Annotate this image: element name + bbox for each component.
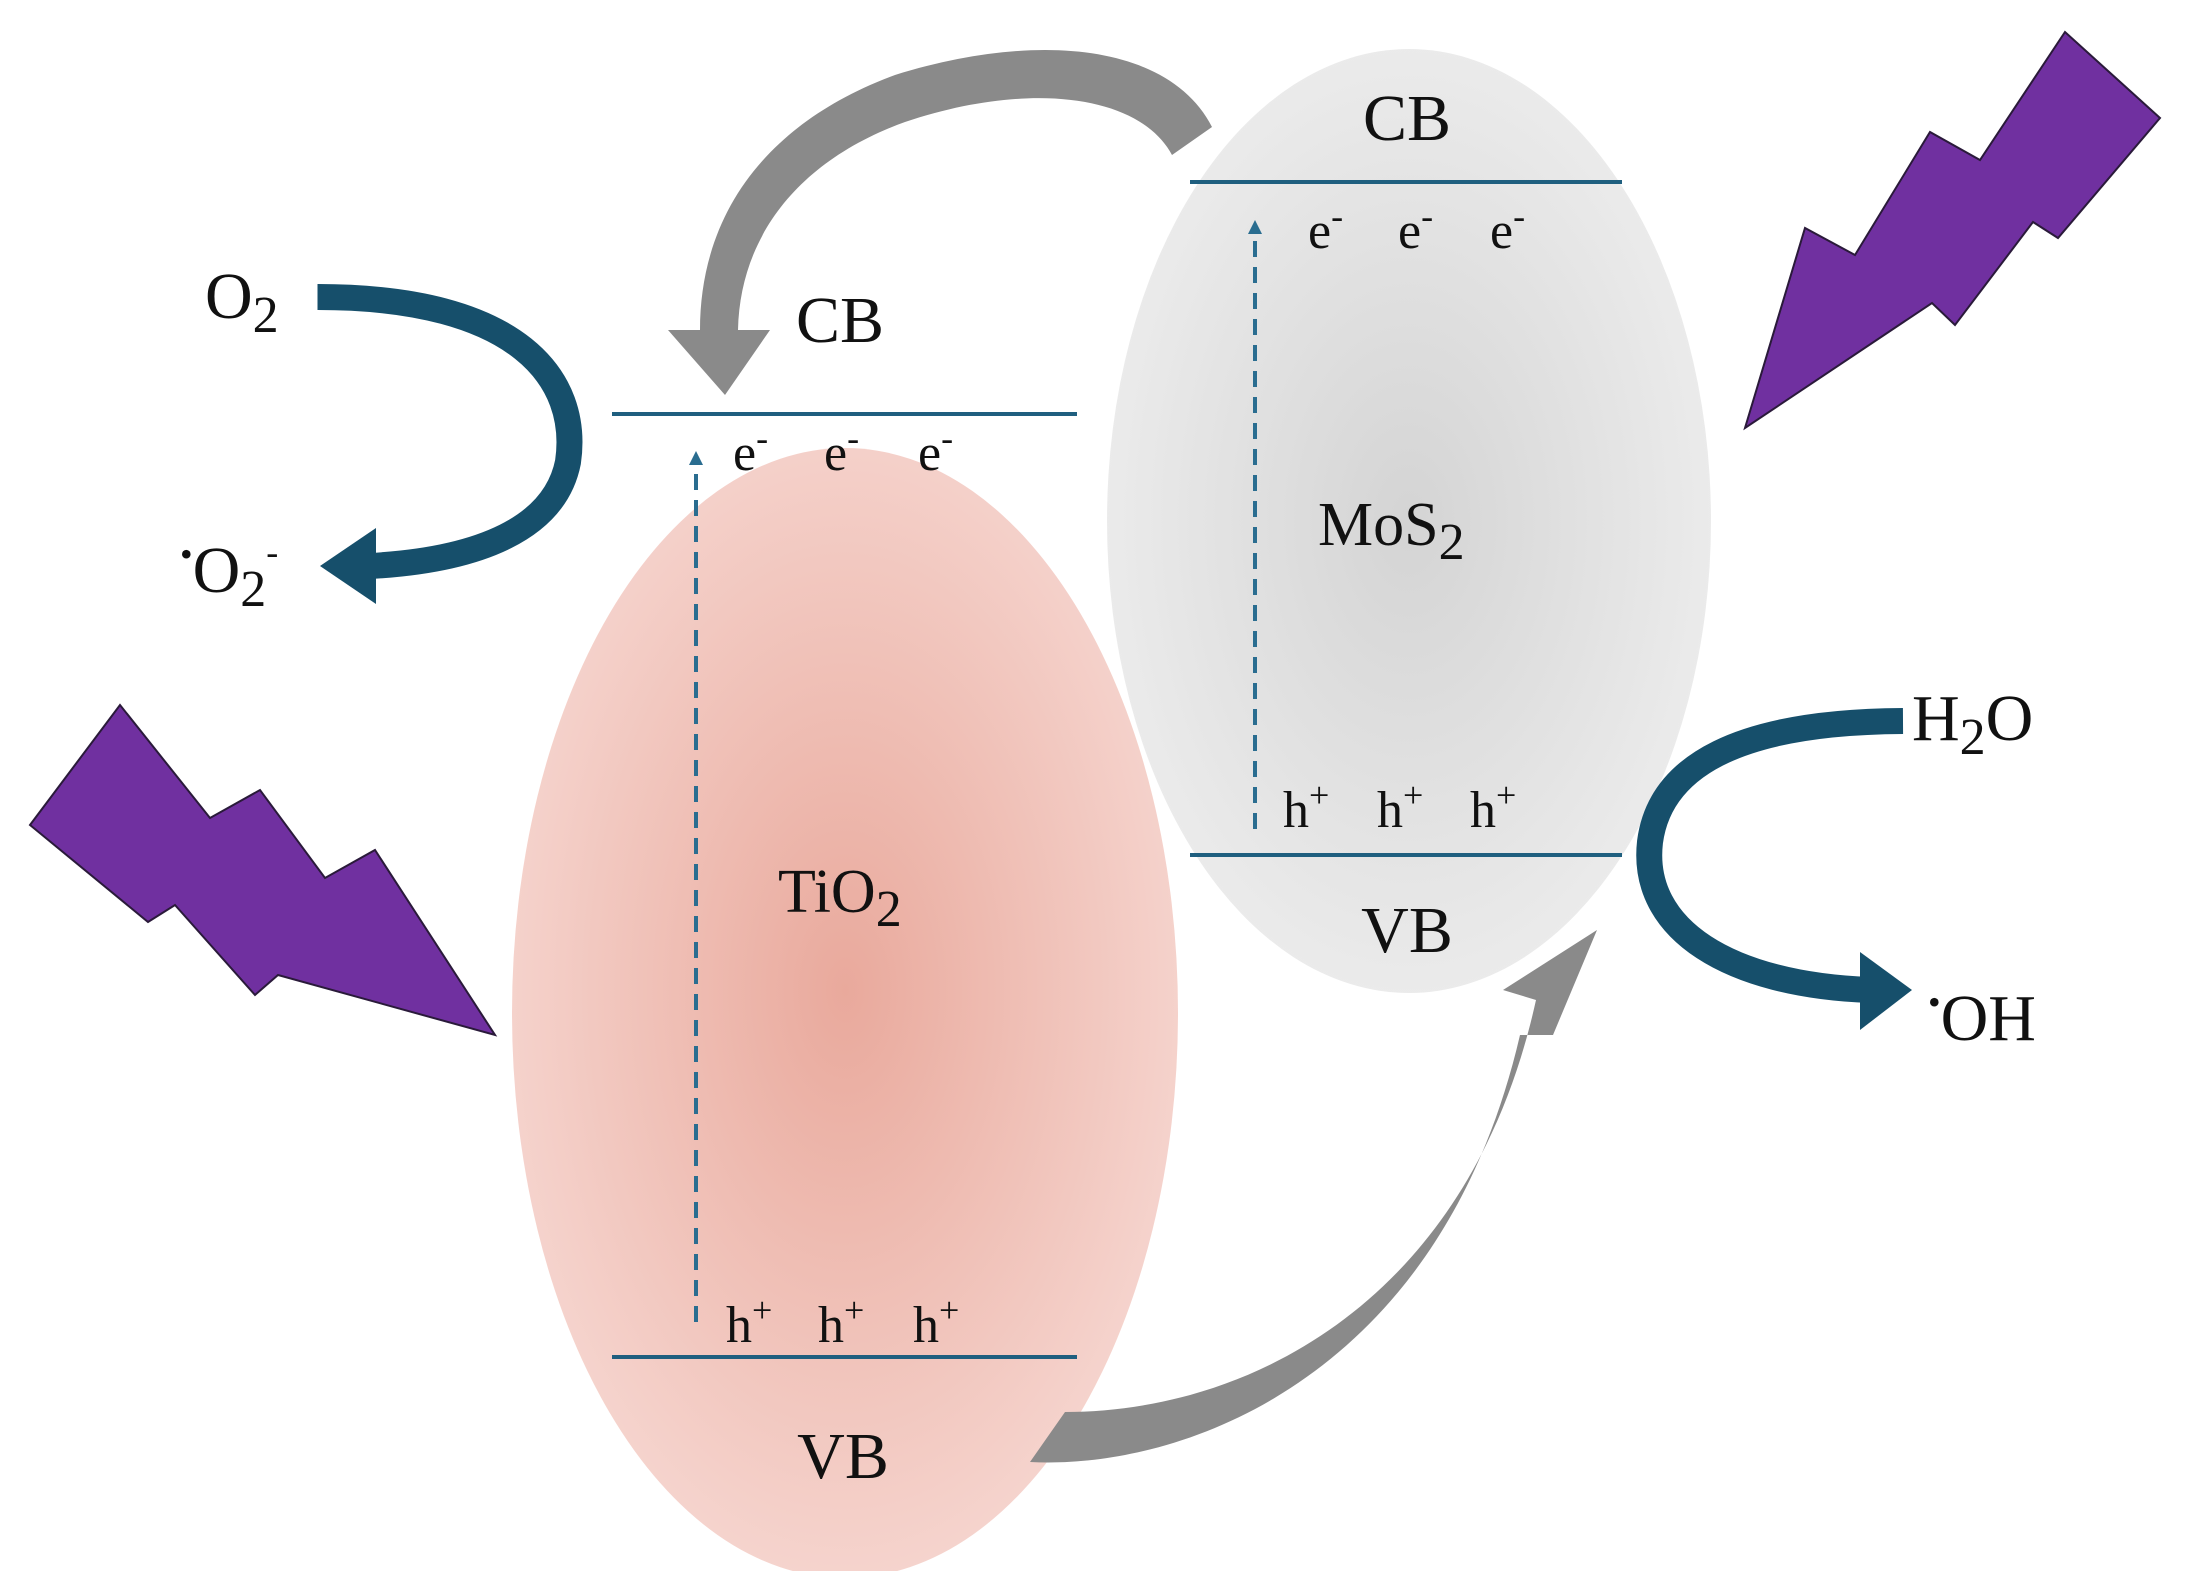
tio2-hole: h+ [818,1290,864,1354]
mos2-particle [1107,49,1711,993]
reduction-arrow [317,284,583,604]
tio2-vb-label: VB [797,1420,889,1493]
mos2-vb-label: VB [1361,894,1453,967]
mos2-holes: h+ h+ h+ [1283,775,1516,839]
tio2-electron: e- [733,418,768,482]
mos2-label: MoS2 [1318,491,1465,571]
o2-label: O2 [205,260,279,344]
oxidation-arrow [1636,708,1912,1030]
mos2-electrons: e- e- e- [1308,196,1525,260]
tio2-electron: e- [918,418,953,482]
mos2-cb-label: CB [1363,82,1451,155]
lightning-bolt-icon [28,703,498,1037]
lightning-bolt-icon [1743,30,2162,431]
mos2-hole: h+ [1470,775,1516,839]
mos2-electron: e- [1398,196,1433,260]
hole-transfer-arrow [1030,930,1597,1463]
tio2-holes: h+ h+ h+ [726,1290,959,1354]
tio2-hole: h+ [913,1290,959,1354]
mos2-electron: e- [1308,196,1343,260]
tio2-cb-label: CB [796,284,884,357]
superoxide-label: •O2- [180,532,278,618]
tio2-electron: e- [824,418,859,482]
electron-transfer-arrow [668,50,1212,395]
mos2-hole: h+ [1283,775,1329,839]
tio2-label: TiO2 [778,858,902,938]
hydroxyl-radical-label: •OH [1928,982,2036,1055]
mos2-electron: e- [1490,196,1525,260]
tio2-particle [512,448,1178,1571]
mos2-hole: h+ [1377,775,1423,839]
tio2-electrons: e- e- e- [733,418,953,482]
tio2-hole: h+ [726,1290,772,1354]
h2o-label: H2O [1912,682,2033,766]
